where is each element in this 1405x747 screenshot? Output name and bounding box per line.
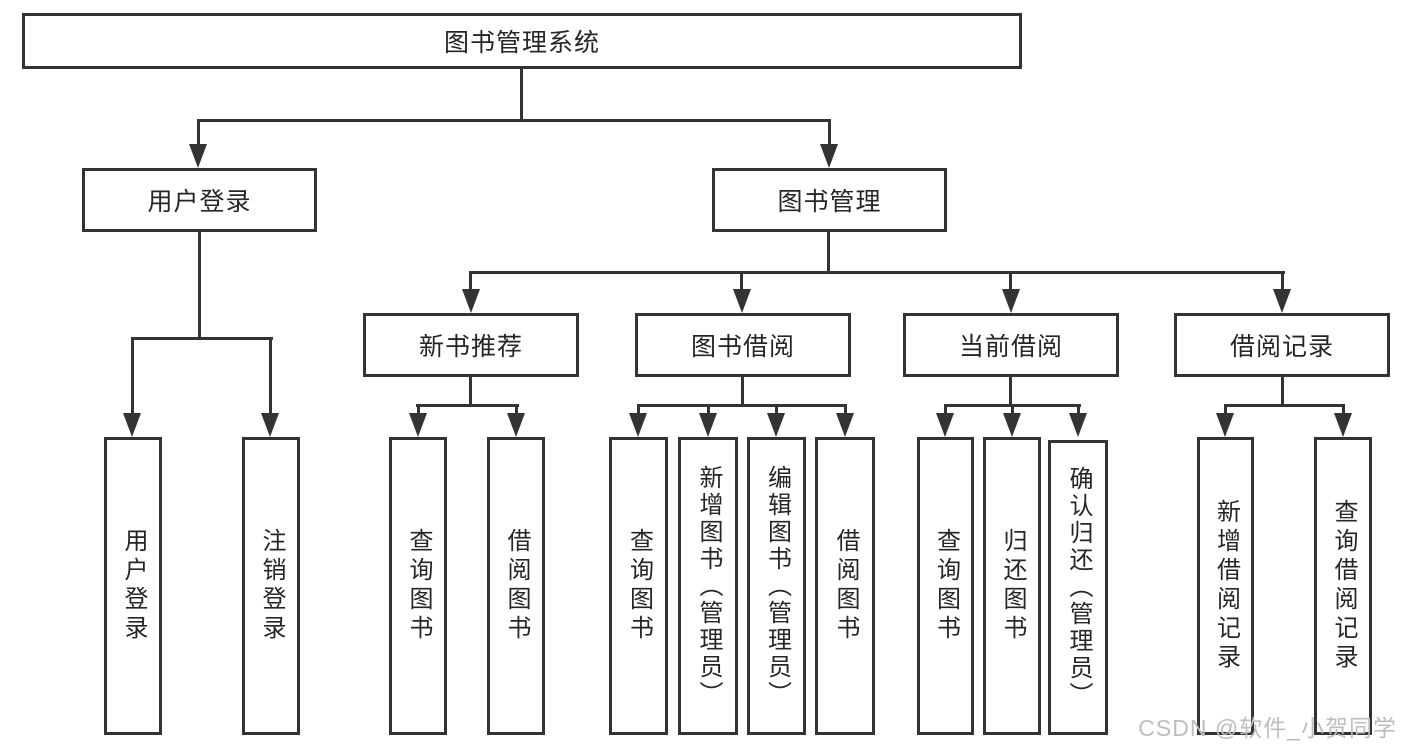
arrow-down-bb-query [629,413,647,437]
leaf-label: 查询图书 [405,528,432,644]
node-current-borrow: 当前借阅 [903,313,1119,377]
connector-drop-current-borrow [1009,271,1012,289]
node-library-management-system: 图书管理系统 [22,13,1022,69]
arrow-down-cb-confirm [1069,413,1087,437]
arrow-down-nbr-query [409,413,427,437]
node-label: 图书管理 [777,188,882,216]
leaf-label: 借阅图书 [503,528,530,644]
leaf-cb-confirm-return-admin: 确认归还（管理员） [1048,440,1108,735]
connector-drop-cb-query [944,404,947,415]
connector-drop-br-query [1342,404,1345,415]
leaf-bb-edit-books-admin: 编辑图书（管理员） [747,437,806,735]
node-label: 新书推荐 [418,333,523,361]
node-book-borrow: 图书借阅 [635,313,851,377]
leaf-label: 新增图书（管理员） [695,464,722,708]
arrow-down-leaf-logout [261,413,279,437]
connector-book-borrow-rail [637,404,847,407]
connector-drop-leaf-user-login [131,337,134,413]
arrow-down-borrow-records [1273,289,1291,313]
leaf-label: 归还图书 [999,528,1026,644]
arrow-down-bb-add [699,413,717,437]
leaf-label: 借阅图书 [832,528,859,644]
connector-user-login-rail [131,337,273,340]
node-new-book-recommend: 新书推荐 [363,313,579,377]
connector-drop-bb-add [707,404,710,415]
leaf-label: 新增借阅记录 [1212,499,1240,673]
node-label: 图书管理系统 [443,29,600,57]
connector-root-stem [520,69,523,120]
connector-drop-borrow-records [1281,271,1284,289]
connector-drop-new-book [469,271,472,289]
leaf-nbr-query-books: 查询图书 [389,437,447,735]
arrow-down-current-borrow [1002,289,1020,313]
leaf-user-login: 用户登录 [104,437,162,735]
connector-new-book-rail [416,404,519,407]
connector-drop-cb-confirm [1077,404,1080,415]
arrow-down-book-borrow [733,289,751,313]
connector-drop-leaf-logout [269,337,272,413]
node-user-login: 用户登录 [82,168,317,232]
arrow-down-leaf-user-login [123,413,141,437]
connector-borrow-records-rail [1224,404,1345,407]
node-label: 图书借阅 [690,333,795,361]
connector-drop-cb-return [1011,404,1014,415]
leaf-label: 查询图书 [932,528,960,644]
leaf-label: 用户登录 [120,528,147,644]
connector-drop-book-management [828,119,831,148]
connector-user-login-stem [198,232,201,338]
connector-drop-bb-edit [775,404,778,415]
connector-drop-bb-borrow [844,404,847,415]
leaf-bb-borrow-books: 借阅图书 [815,437,875,735]
connector-borrow-records-stem [1281,377,1284,406]
leaf-label: 查询图书 [625,528,653,644]
leaf-cb-query-books: 查询图书 [917,437,974,735]
arrow-down-cb-return [1003,413,1021,437]
connector-current-borrow-stem [1009,377,1012,406]
connector-drop-bb-query [637,404,640,415]
connector-drop-nbr-borrow [515,404,518,415]
leaf-bb-add-books-admin: 新增图书（管理员） [678,437,738,735]
arrow-down-new-book [462,289,480,313]
connector-drop-br-add [1224,404,1227,415]
connector-book-borrow-stem [741,377,744,406]
leaf-logout: 注销登录 [242,437,300,735]
node-label: 当前借阅 [958,333,1063,361]
connector-new-book-stem [469,377,472,406]
connector-book-management-stem [827,232,830,272]
leaf-label: 编辑图书（管理员） [763,464,791,708]
arrow-down-cb-query [936,413,954,437]
connector-book-management-rail [469,271,1285,274]
node-book-management: 图书管理 [712,168,947,232]
connector-drop-nbr-query [417,404,420,415]
arrow-down-bb-borrow [836,413,854,437]
csdn-watermark: CSDN @软件_小贺同学 [1138,715,1397,741]
leaf-cb-return-books: 归还图书 [983,437,1041,735]
arrow-down-nbr-borrow [507,413,525,437]
node-borrow-records: 借阅记录 [1174,313,1390,377]
leaf-nbr-borrow-books: 借阅图书 [487,437,545,735]
arrow-down-book-management [820,144,838,168]
arrow-down-bb-edit [767,413,785,437]
arrow-down-user-login [189,144,207,168]
node-label: 用户登录 [147,188,252,216]
connector-root-rail [197,119,831,122]
leaf-label: 查询借阅记录 [1330,499,1357,673]
leaf-br-add-record: 新增借阅记录 [1197,437,1254,735]
leaf-bb-query-books: 查询图书 [609,437,668,735]
leaf-label: 确认归还（管理员） [1065,466,1092,709]
node-label: 借阅记录 [1229,333,1334,361]
arrow-down-br-query [1334,413,1352,437]
leaf-label: 注销登录 [258,528,285,644]
connector-drop-user-login [197,119,200,148]
leaf-br-query-record: 查询借阅记录 [1314,437,1372,735]
arrow-down-br-add [1216,413,1234,437]
connector-drop-book-borrow [740,271,743,289]
